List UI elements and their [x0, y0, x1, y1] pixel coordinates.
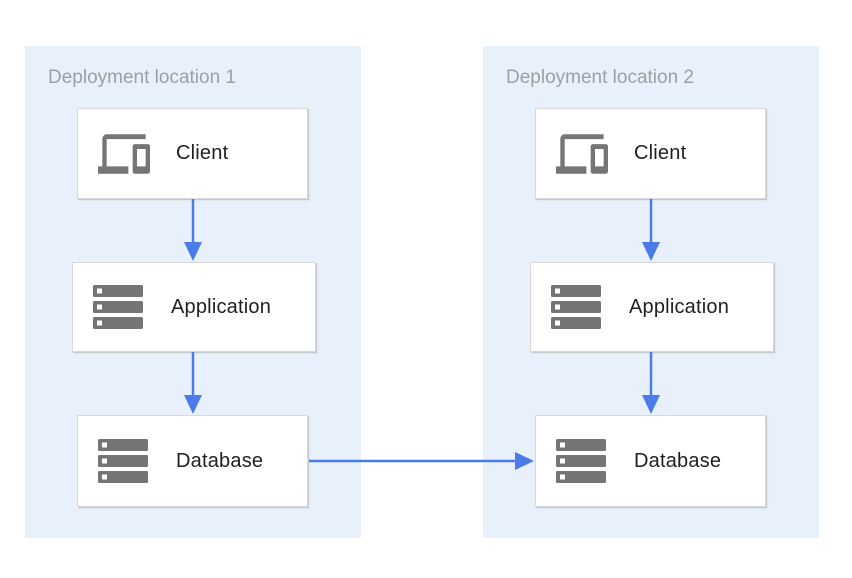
node-label: Database [176, 449, 264, 472]
storage-icon [551, 285, 603, 329]
node-database-2: Database [535, 415, 766, 507]
node-label: Application [629, 295, 730, 318]
node-client-2: Client [535, 108, 766, 199]
group-deployment-location-2: Deployment location 2 Client [483, 46, 819, 538]
node-application-2: Application [530, 262, 774, 352]
group-title: Deployment location 1 [48, 67, 236, 88]
node-application-1: Application [72, 262, 316, 352]
node-label: Database [634, 449, 722, 472]
node-label: Client [176, 142, 229, 164]
group-deployment-location-1: Deployment location 1 Client [25, 46, 361, 538]
storage-icon [556, 439, 608, 483]
devices-icon [98, 133, 150, 175]
node-label: Client [634, 142, 687, 164]
group-title: Deployment location 2 [506, 67, 694, 88]
storage-icon [98, 439, 150, 483]
devices-icon [556, 133, 608, 175]
node-label: Application [171, 295, 272, 318]
storage-icon [93, 285, 145, 329]
node-client-1: Client [77, 108, 308, 199]
node-database-1: Database [77, 415, 308, 507]
